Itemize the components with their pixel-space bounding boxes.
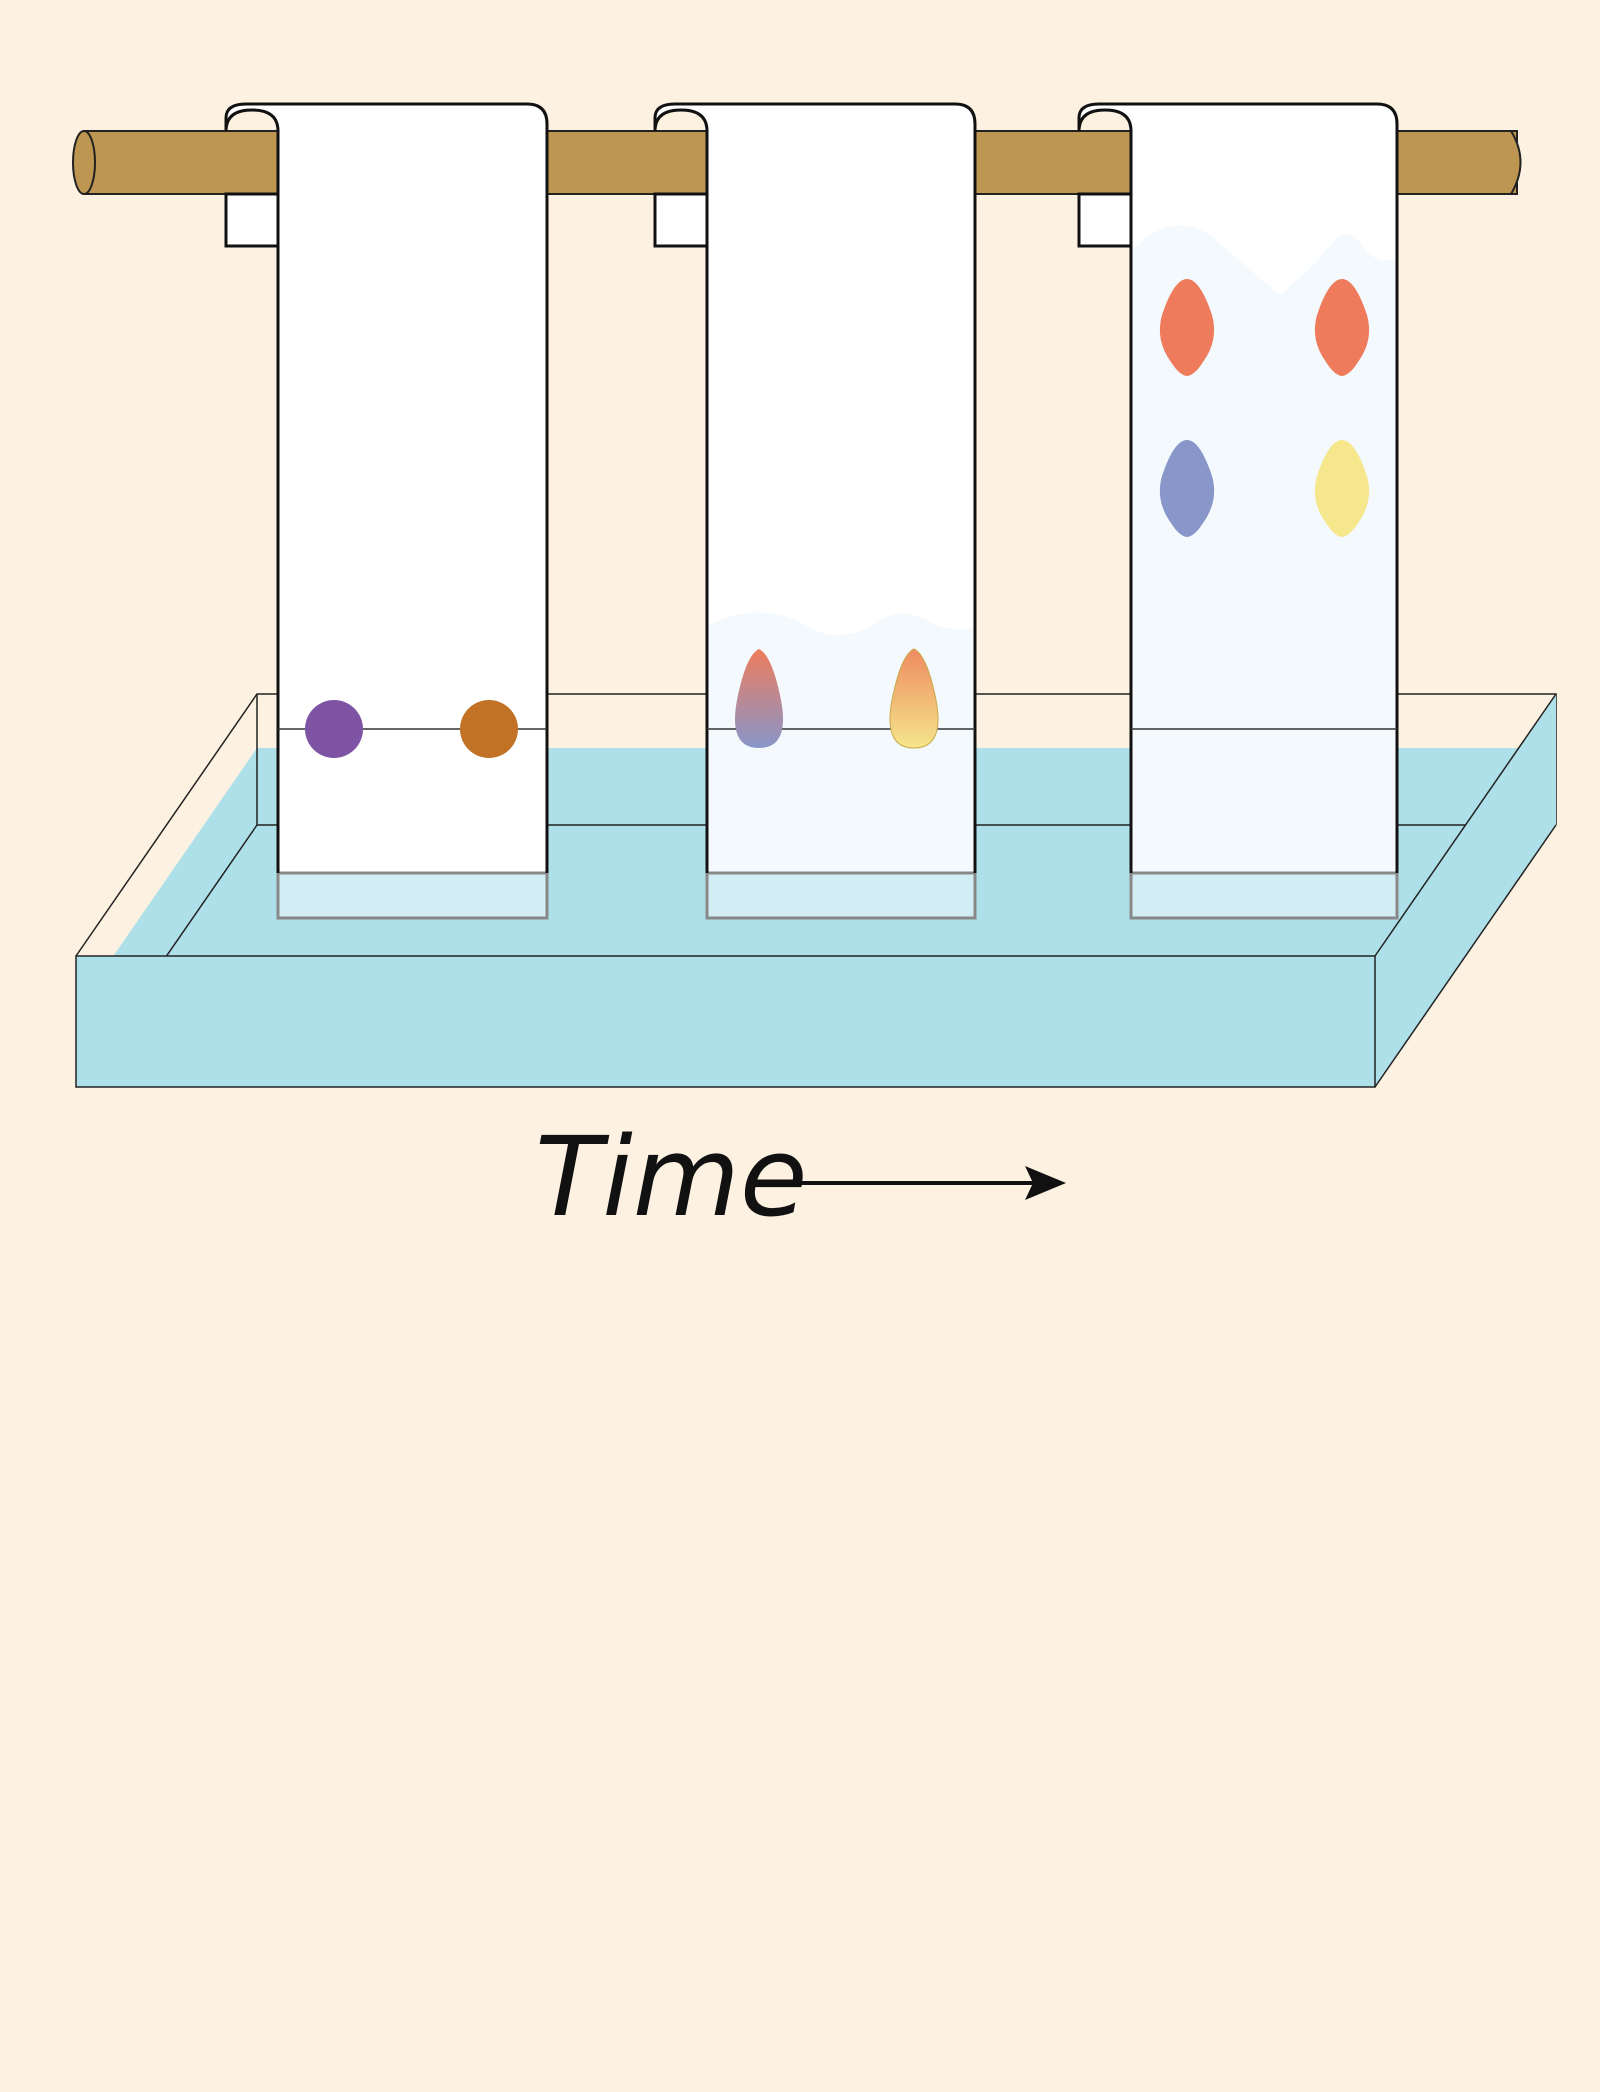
strip-back-tab [653, 192, 709, 248]
strip-back-tab [224, 192, 280, 248]
spot-red-blue-blend [734, 649, 784, 748]
strip-wet-band [707, 873, 975, 918]
strip-wet-band [1131, 873, 1397, 918]
spot-purple [305, 700, 363, 758]
spot-red-left [1159, 279, 1215, 376]
solvent-front [1133, 225, 1395, 873]
rod-end-left [72, 130, 96, 195]
rod-end-right [1510, 130, 1522, 195]
spot-blue [1159, 440, 1215, 537]
solvent-right-side [1375, 694, 1556, 1087]
tray-right-bottom-edge [1374, 824, 1557, 1088]
strip-bottom-edge [276, 871, 549, 920]
time-arrow-head [1025, 1166, 1066, 1200]
tray-right-top-edge [1374, 693, 1557, 957]
spot-brown [460, 700, 518, 758]
strip-back-tab [1077, 192, 1133, 248]
strip-1 [224, 102, 549, 920]
spot-yellow [1314, 440, 1370, 537]
time-axis: Time [535, 1113, 1066, 1241]
strip-wet-band [278, 873, 547, 918]
tray-front [75, 693, 1557, 1088]
strip-3 [1077, 102, 1399, 920]
spot-red-yellow-blend [889, 648, 939, 749]
strip-2 [653, 102, 977, 920]
strip-bottom-edge [705, 871, 977, 920]
solvent-front-face [76, 956, 1375, 1087]
time-label: Time [535, 1113, 808, 1241]
strip-bottom-edge [1129, 871, 1399, 920]
spot-red-right [1314, 279, 1370, 376]
